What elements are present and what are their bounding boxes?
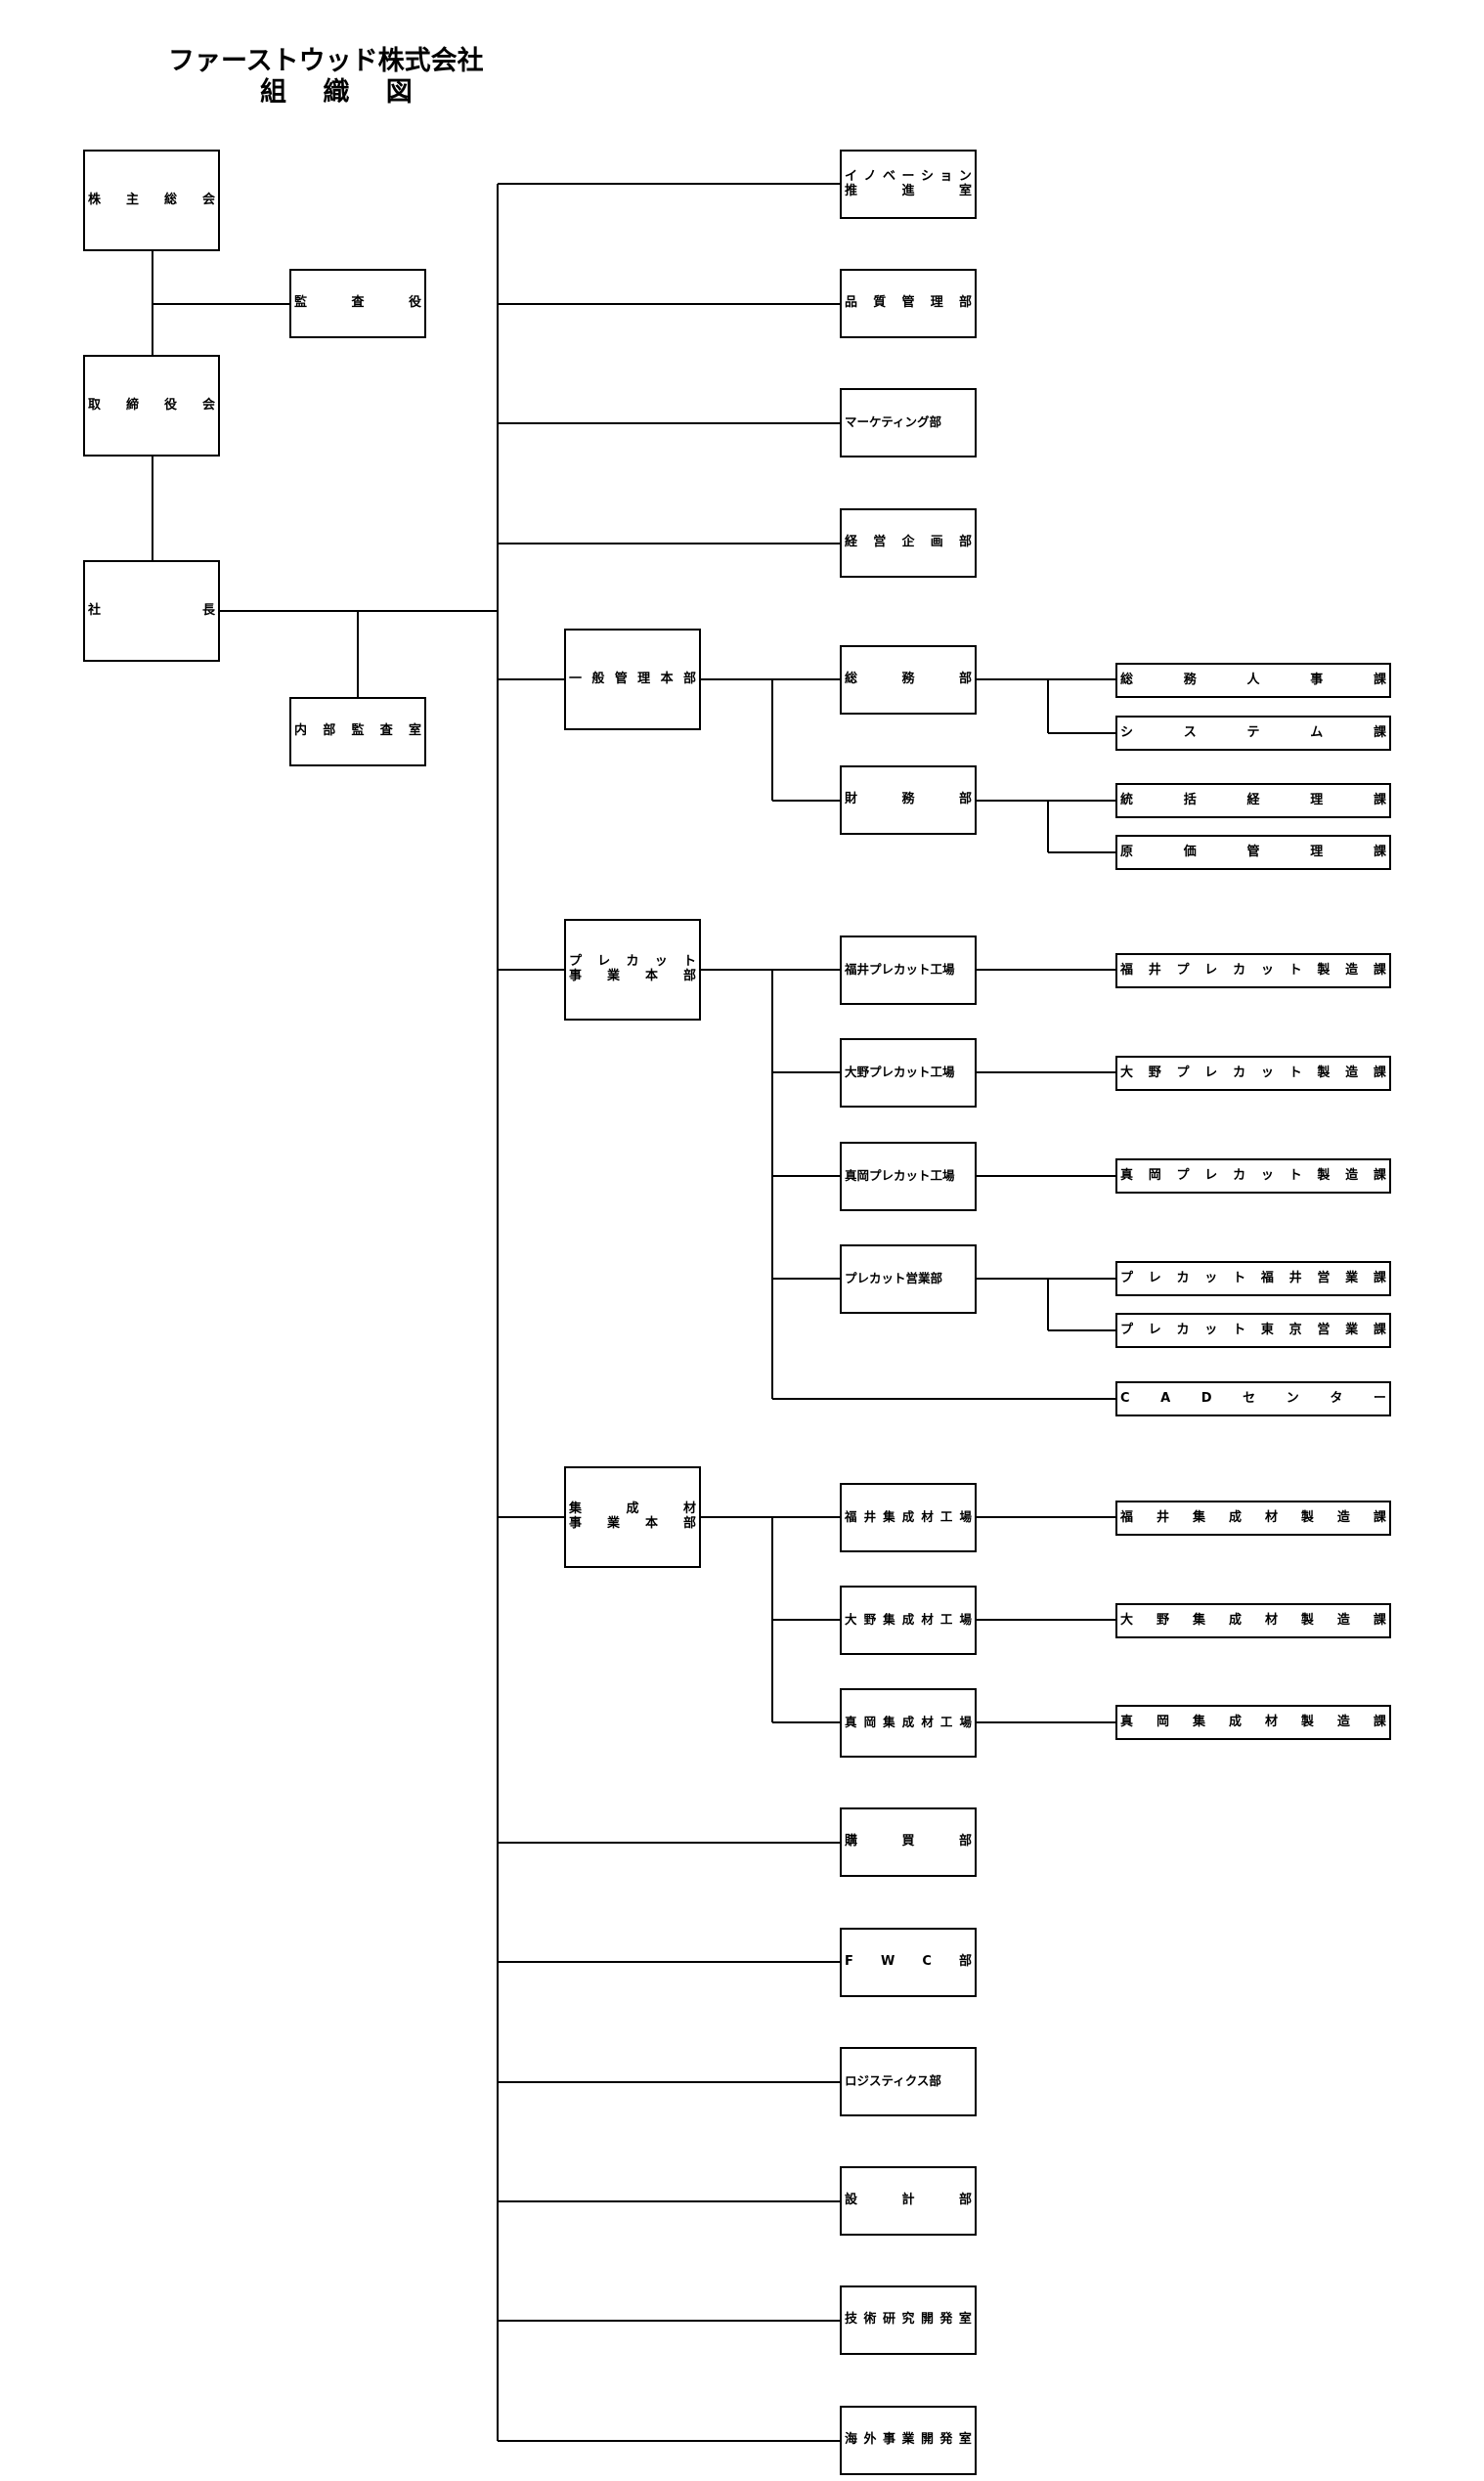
org-node-label: システム課: [1120, 724, 1386, 740]
org-node-fukui-glulam-factory: 福井集成材工場: [840, 1483, 977, 1552]
org-node-label: 真岡集成材工場: [845, 1715, 972, 1730]
org-node-precut-fukui-sales: プレカット福井営業課: [1115, 1261, 1391, 1296]
org-node-logistics: ロジスティクス部: [840, 2047, 977, 2116]
org-node-label: 大野プレカット工場: [845, 1065, 955, 1080]
org-node-fukui-glulam-mfg: 福井集成材製造課: [1115, 1501, 1391, 1536]
org-node-label: マーケティング部: [845, 414, 942, 430]
org-node-precut-tokyo-sales: プレカット東京営業課: [1115, 1313, 1391, 1348]
org-node-shareholders: 株主総会: [83, 150, 220, 251]
org-node-accounting: 統括経理課: [1115, 783, 1391, 818]
org-node-label: 大野プレカット製造課: [1120, 1065, 1386, 1080]
company-name: ファーストウッド株式会社: [168, 46, 484, 76]
org-node-ga-hr: 総務人事課: [1115, 663, 1391, 698]
org-node-label: ロジスティクス部: [845, 2073, 941, 2089]
org-node-label: 株主総会: [88, 192, 215, 207]
org-node-maoka-precut-mfg: 真岡プレカット製造課: [1115, 1158, 1391, 1194]
org-node-overseas: 海外事業開発室: [840, 2406, 977, 2475]
org-node-president: 社長: [83, 560, 220, 662]
org-node-label: 福井プレカット製造課: [1120, 962, 1386, 978]
org-node-precut-sales: プレカット営業部: [840, 1244, 977, 1314]
org-node-label: 事業本部: [569, 969, 696, 983]
org-node-label: 設計部: [845, 2193, 972, 2208]
org-node-innovation: イノベーション推進室: [840, 150, 977, 219]
org-node-label: 真岡プレカット工場: [845, 1168, 955, 1184]
org-node-finance: 財務部: [840, 765, 977, 835]
org-node-maoka-glulam-mfg: 真岡集成材製造課: [1115, 1705, 1391, 1740]
org-node-maoka-glulam-factory: 真岡集成材工場: [840, 1688, 977, 1758]
org-node-purchasing: 購買部: [840, 1807, 977, 1877]
org-node-label: プレカット福井営業課: [1120, 1270, 1386, 1285]
org-node-label: 推進室: [845, 183, 972, 198]
org-node-internal-audit: 内部監査室: [289, 697, 426, 766]
org-node-planning: 経営企画部: [840, 508, 977, 578]
org-node-label: 購買部: [845, 1834, 972, 1850]
org-node-label: 大野集成材工場: [845, 1612, 972, 1628]
org-node-label: 総務人事課: [1120, 672, 1386, 687]
org-node-board: 取締役会: [83, 355, 220, 457]
org-node-ono-precut-mfg: 大野プレカット製造課: [1115, 1056, 1391, 1091]
org-node-label: 真岡集成材製造課: [1120, 1714, 1386, 1729]
org-node-label: 経営企画部: [845, 535, 972, 550]
org-node-label: 取締役会: [88, 397, 215, 413]
org-node-label: 海外事業開発室: [845, 2432, 972, 2448]
org-node-label: 総務部: [845, 672, 972, 687]
org-node-label: 統括経理課: [1120, 792, 1386, 807]
org-node-label: 原価管理課: [1120, 844, 1386, 859]
org-node-label: 福井集成材製造課: [1120, 1509, 1386, 1525]
org-node-fukui-precut-factory: 福井プレカット工場: [840, 936, 977, 1005]
org-node-system: システム課: [1115, 716, 1391, 751]
org-node-auditor: 監査役: [289, 269, 426, 338]
org-node-general-mgmt-hq: 一般管理本部: [564, 629, 701, 730]
org-node-label: 一般管理本部: [569, 671, 696, 686]
org-node-ono-precut-factory: 大野プレカット工場: [840, 1038, 977, 1108]
org-node-maoka-precut-factory: 真岡プレカット工場: [840, 1142, 977, 1211]
org-node-glulam-hq: 集成材事業本部: [564, 1466, 701, 1568]
org-node-label: イノベーション: [845, 168, 972, 184]
org-node-label: 財務部: [845, 792, 972, 807]
org-node-label: 事業本部: [569, 1516, 696, 1531]
org-node-label: プレカット営業部: [845, 1271, 943, 1286]
org-node-marketing: マーケティング部: [840, 388, 977, 457]
org-node-fukui-precut-mfg: 福井プレカット製造課: [1115, 953, 1391, 988]
org-node-design: 設計部: [840, 2166, 977, 2236]
org-node-label: プレカット東京営業課: [1120, 1322, 1386, 1337]
org-node-precut-hq: プレカット事業本部: [564, 919, 701, 1021]
org-node-label: 集成材: [569, 1502, 696, 1517]
org-node-label: 品質管理部: [845, 295, 972, 311]
page-title: 組 織 図: [260, 77, 426, 108]
org-node-label: 社長: [88, 602, 215, 618]
org-node-ono-glulam-factory: 大野集成材工場: [840, 1586, 977, 1655]
org-node-cost-mgmt: 原価管理課: [1115, 835, 1391, 870]
org-node-ono-glulam-mfg: 大野集成材製造課: [1115, 1603, 1391, 1638]
org-node-label: 福井集成材工場: [845, 1509, 972, 1525]
org-node-label: 大野集成材製造課: [1120, 1612, 1386, 1628]
org-node-label: 真岡プレカット製造課: [1120, 1167, 1386, 1183]
org-node-quality: 品質管理部: [840, 269, 977, 338]
org-node-label: 福井プレカット工場: [845, 962, 955, 978]
org-node-label: 内部監査室: [294, 723, 421, 739]
org-node-tech-rd: 技術研究開発室: [840, 2285, 977, 2355]
org-node-general-affairs: 総務部: [840, 645, 977, 715]
org-node-label: 監査役: [294, 295, 421, 311]
org-node-label: プレカット: [569, 954, 696, 970]
org-node-label: 技術研究開発室: [845, 2312, 972, 2328]
